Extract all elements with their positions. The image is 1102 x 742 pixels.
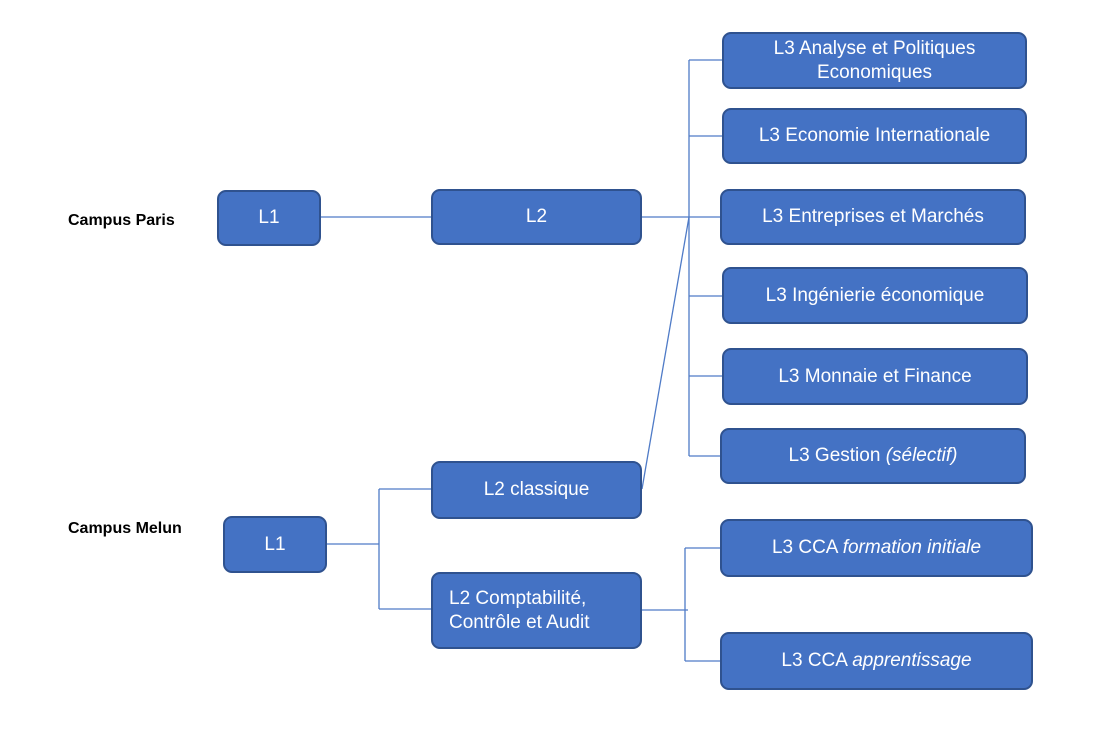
l3-label: L3 Economie Internationale bbox=[758, 125, 991, 146]
l3-cca-apprentissage-box: L3 CCA apprentissage bbox=[720, 632, 1033, 690]
l3-label: L3 CCA bbox=[781, 650, 853, 671]
l3-label: L3 Ingénierie économique bbox=[765, 284, 985, 306]
paris-l2-box: L2 bbox=[431, 189, 642, 245]
connector-classique-diagonal bbox=[641, 216, 690, 490]
l3-entreprises-marches-box: L3 Entreprises et Marchés bbox=[720, 189, 1026, 245]
melun-l2-classique-box: L2 classique bbox=[431, 461, 642, 519]
l3-cca-formation-initiale-box: L3 CCA formation initiale bbox=[720, 519, 1033, 577]
campus-melun-label: Campus Melun bbox=[68, 520, 182, 537]
l3-label: L3 Gestion bbox=[788, 445, 886, 466]
l3-label: L3 Analyse et Politiques Economiques bbox=[773, 37, 976, 83]
melun-l2-cca-box: L2 Comptabilité, Contrôle et Audit bbox=[431, 572, 642, 649]
l3-analyse-politiques-box: L3 Analyse et Politiques Economiques bbox=[722, 32, 1027, 89]
l3-cca-mode: formation initiale bbox=[842, 537, 982, 558]
campus-paris-label: Campus Paris bbox=[68, 212, 175, 229]
l3-cca-mode: apprentissage bbox=[852, 650, 972, 671]
melun-l1-box: L1 bbox=[223, 516, 327, 573]
l3-economie-internationale-box: L3 Economie Internationale bbox=[722, 108, 1027, 164]
l3-gestion-note: (sélectif) bbox=[885, 445, 958, 466]
l3-monnaie-finance-box: L3 Monnaie et Finance bbox=[722, 348, 1028, 405]
l3-gestion-box: L3 Gestion (sélectif) bbox=[720, 428, 1026, 484]
l3-label: L3 CCA bbox=[771, 537, 843, 558]
l3-ingenierie-economique-box: L3 Ingénierie économique bbox=[722, 267, 1028, 324]
l3-label: L3 Entreprises et Marchés bbox=[762, 206, 984, 227]
paris-l1-box: L1 bbox=[217, 190, 321, 246]
l3-label: L3 Monnaie et Finance bbox=[778, 365, 972, 387]
